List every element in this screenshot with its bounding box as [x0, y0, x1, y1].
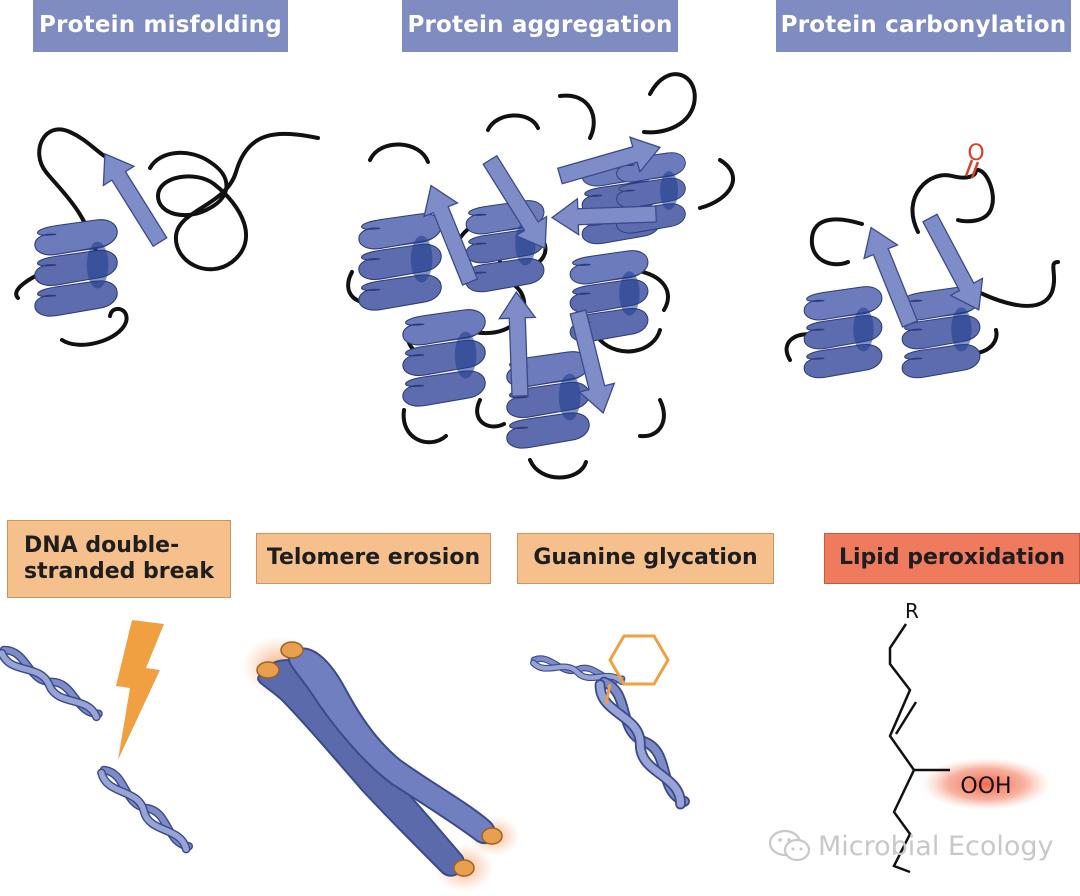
- watermark-text: Microbial Ecology: [818, 831, 1054, 862]
- misfolded-protein: [16, 129, 318, 344]
- lightning-bolt-icon: [116, 620, 164, 760]
- hydroperoxide-text: OOH: [960, 774, 1011, 799]
- carbonylated-protein: O: [787, 141, 1058, 378]
- wechat-icon: [768, 828, 812, 864]
- glycated-dna-illustration: [533, 636, 689, 807]
- r-group-text: R: [905, 599, 919, 623]
- dna-break-illustration: [0, 620, 191, 852]
- protein-aggregate: [348, 74, 733, 477]
- watermark: Microbial Ecology: [768, 826, 1054, 866]
- hexagon-glycation-adduct: [610, 636, 668, 684]
- chromosome-illustration: [242, 636, 520, 892]
- carbonyl-oxygen-text: O: [967, 141, 984, 166]
